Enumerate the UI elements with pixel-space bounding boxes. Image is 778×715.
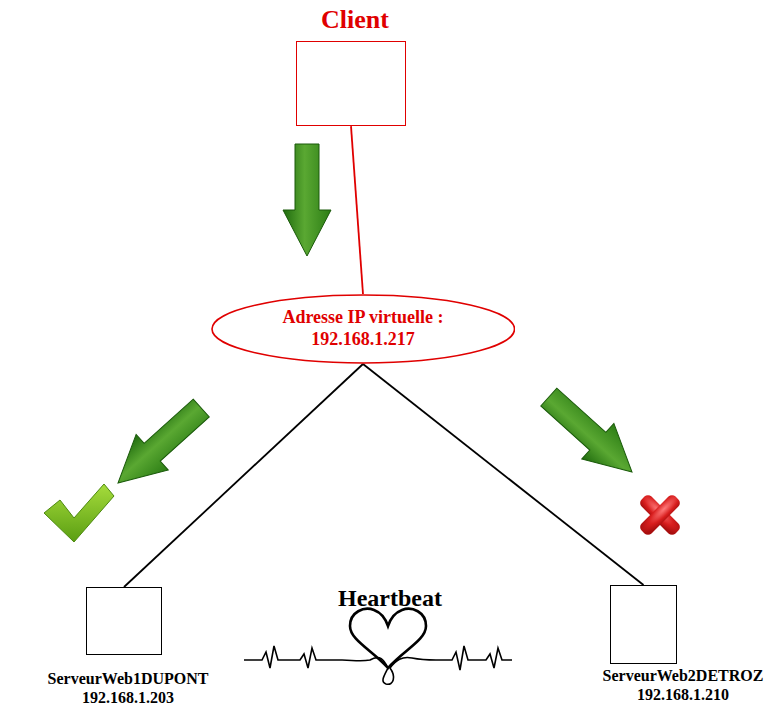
virtual-ip-ellipse: Adresse IP virtuelle : 192.168.1.217 [211, 294, 516, 364]
flow-arrow [102, 390, 217, 501]
client-box: Client [292, 4, 418, 126]
check-mark [44, 484, 114, 542]
heart-outline [350, 609, 426, 668]
connector-line [363, 364, 644, 585]
node-title: Client [292, 4, 418, 35]
box-outline [86, 587, 162, 655]
node-title: ServeurWeb2DETROZ [588, 666, 778, 685]
ip-address: 192.168.1.203 [24, 688, 232, 707]
node-title: Adresse IP virtuelle : 192.168.1.217 [258, 307, 468, 350]
ecg-line [436, 646, 512, 670]
server-box: ServeurWeb2DETROZ192.168.1.210 [588, 585, 778, 704]
ecg-line [244, 646, 342, 668]
ecg-line [342, 657, 436, 684]
ip-address: 192.168.1.210 [588, 685, 778, 704]
flow-arrow [283, 144, 331, 256]
server-box: ServeurWeb1DUPONT192.168.1.203 [24, 587, 232, 707]
flow-arrow [533, 379, 648, 490]
cross-mark [626, 481, 694, 549]
connector-line [124, 364, 363, 587]
box-outline [296, 41, 406, 126]
box-outline [610, 585, 677, 664]
protocol-label: Heartbeat [290, 584, 490, 613]
node-title: ServeurWeb1DUPONT [24, 669, 232, 688]
connector-line [351, 126, 363, 294]
